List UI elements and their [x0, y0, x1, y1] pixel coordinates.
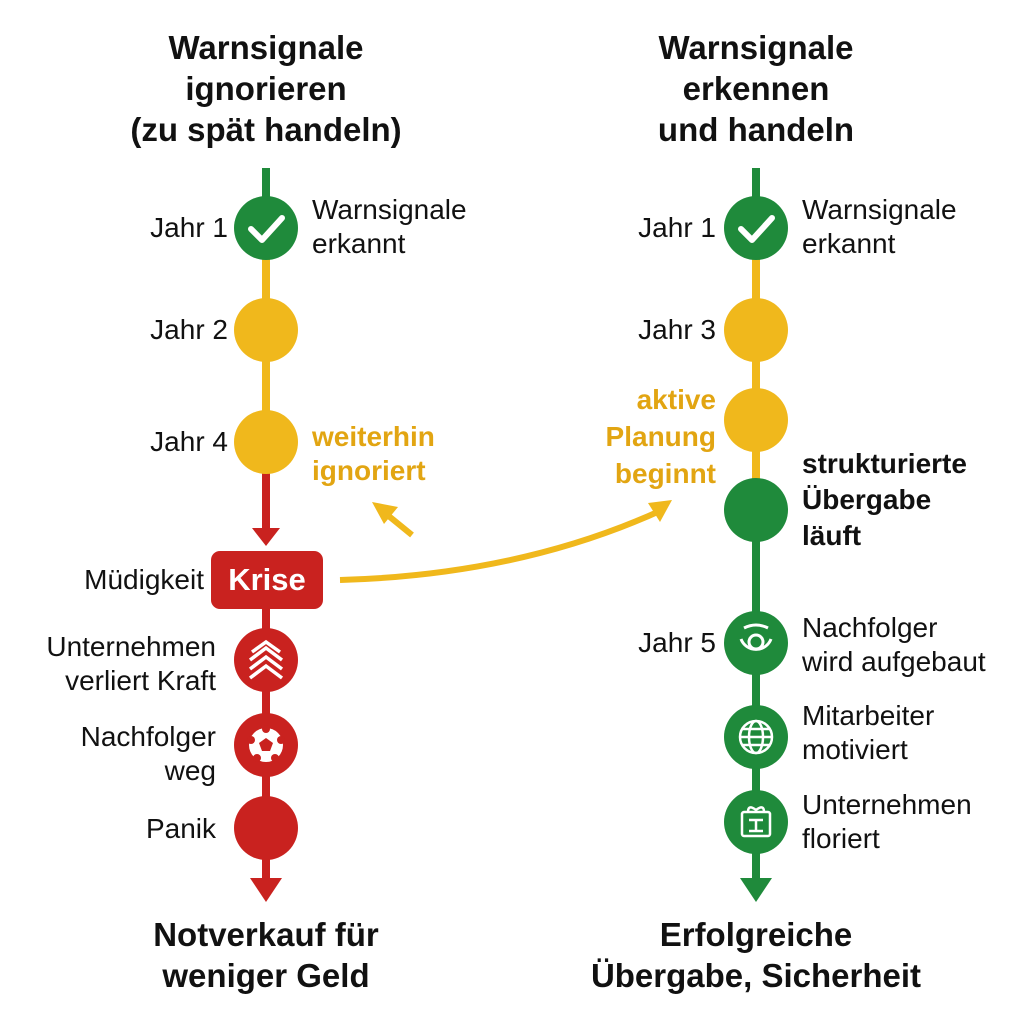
label-line: Übergabe — [802, 484, 932, 515]
label-line: Nachfolger — [80, 721, 216, 752]
label-line: Unternehmen — [46, 631, 216, 662]
label-line: Nachfolger — [802, 612, 938, 643]
title-line: erkennen — [682, 70, 830, 107]
label-line: Warnsignale — [312, 194, 467, 225]
title-line: ignorieren — [185, 70, 347, 107]
face-icon — [739, 623, 773, 651]
label-line: Mitarbeiter — [802, 700, 935, 731]
outcome-line: Erfolgreiche — [659, 916, 853, 953]
label-line: beginnt — [614, 458, 716, 489]
check-icon — [738, 215, 775, 243]
left-outcome: Notverkauf für weniger Geld — [66, 914, 466, 996]
label-line: erkannt — [802, 228, 896, 259]
label-line: ignoriert — [312, 455, 426, 486]
label-line: läuft — [802, 520, 862, 551]
year-label: Jahr 5 — [638, 627, 716, 658]
title-line: (zu spät handeln) — [130, 111, 402, 148]
label-line: Planung — [605, 421, 716, 452]
right-title: Warnsignale erkennen und handeln — [556, 27, 956, 150]
gift-calendar-icon — [740, 806, 772, 838]
label-line: Warnsignale — [802, 194, 957, 225]
node-year2 — [234, 298, 298, 362]
label-line: erkannt — [312, 228, 406, 259]
title-line: und handeln — [657, 111, 855, 148]
outcome-line: Übergabe, Sicherheit — [590, 957, 922, 994]
arrow-down-icon — [250, 878, 282, 902]
label-line: verliert Kraft — [65, 665, 216, 696]
label-line: strukturierte — [802, 448, 967, 479]
title-line: Warnsignale — [168, 29, 364, 66]
outcome-line: Notverkauf für — [153, 916, 379, 953]
check-icon — [248, 215, 285, 243]
year-label: Jahr 2 — [150, 314, 228, 345]
node-year3 — [724, 298, 788, 362]
node-active-planning — [724, 388, 788, 452]
node-year1-left — [234, 196, 298, 260]
title-line: Warnsignale — [658, 29, 854, 66]
curved-arrow — [339, 507, 664, 583]
label-line: wird aufgebaut — [802, 646, 986, 677]
year-label: Jahr 1 — [150, 212, 228, 243]
label-line: Unternehmen — [802, 789, 972, 820]
step-label: Panik — [145, 813, 216, 844]
year-label: Jahr 4 — [150, 426, 228, 457]
soccer-ball-icon — [247, 725, 285, 762]
left-title: Warnsignale ignorieren (zu spät handeln) — [66, 27, 466, 150]
label-line: floriert — [802, 823, 880, 854]
node-year5 — [724, 611, 788, 675]
label-line: weg — [164, 755, 216, 786]
arrow-head-icon — [372, 502, 398, 524]
node-structured-handover — [724, 478, 788, 542]
crisis-badge: Krise — [211, 551, 323, 609]
year-label: Jahr 1 — [638, 212, 716, 243]
node-panic — [234, 796, 298, 860]
label-line: aktive — [636, 384, 716, 415]
label-line: weiterhin — [312, 421, 435, 452]
fatigue-label: Müdigkeit — [84, 564, 204, 595]
arrow-down-icon — [252, 528, 280, 546]
node-loses-strength — [234, 628, 298, 692]
label-line: motiviert — [802, 734, 908, 765]
chevrons-up-icon — [248, 639, 284, 680]
arrow-head-icon — [648, 500, 672, 522]
node-year4 — [234, 410, 298, 474]
outcome-line: weniger Geld — [162, 957, 370, 994]
globe-icon — [738, 719, 774, 755]
year-label: Jahr 3 — [638, 314, 716, 345]
node-year1-right — [724, 196, 788, 260]
arrow-down-icon — [740, 878, 772, 902]
